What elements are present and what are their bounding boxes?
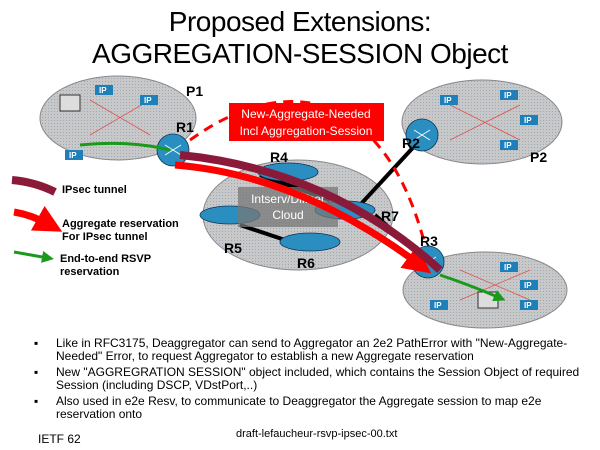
bullet-text: New "AGGREGRATION SESSION" object includ… <box>56 365 580 392</box>
router-label-r4: R4 <box>270 149 288 165</box>
callout-line-2: Incl Aggregation-Session <box>240 124 373 138</box>
router-label-r5: R5 <box>224 240 242 256</box>
bullet-marker: ▪ <box>34 336 39 350</box>
legend-e2e-line-2: reservation <box>60 266 120 278</box>
legend-ipsec-label: IPsec tunnel <box>62 184 127 196</box>
legend-aggregate-swatch <box>13 205 63 232</box>
slide-title: Proposed Extensions: AGGREGATION-SESSION… <box>0 6 600 70</box>
bullet-marker: ▪ <box>34 394 39 408</box>
host-label: IP <box>504 91 512 100</box>
host-label: IP <box>504 141 512 150</box>
router-label-r6: R6 <box>297 255 315 271</box>
host-label: IP <box>524 301 532 310</box>
host-label: IP <box>524 116 532 125</box>
legend: IPsec tunnel Aggregate reservation For I… <box>11 176 179 278</box>
title-line-2: AGGREGATION-SESSION Object <box>92 38 508 69</box>
bullet-item: ▪ Also used in e2e Resv, to communicate t… <box>34 395 594 421</box>
router-label-r3: R3 <box>420 233 438 249</box>
bullet-list: ▪ Like in RFC3175, Deaggregator can send … <box>34 337 594 424</box>
bullet-text: Also used in e2e Resv, to communicate to… <box>56 394 542 421</box>
legend-ipsec-swatch <box>11 176 57 196</box>
host-label: IP <box>69 151 77 160</box>
bullet-item: ▪ New "AGGREGRATION SESSION" object inclu… <box>34 366 594 392</box>
callout-box <box>229 103 384 141</box>
router-r1-icon <box>156 133 190 167</box>
legend-e2e-swatch <box>13 250 54 263</box>
host-label: IP <box>524 281 532 290</box>
footer-draft-name: draft-lefaucheur-rsvp-ipsec-00.txt <box>236 428 398 440</box>
host-label: IP <box>444 96 452 105</box>
site-label-p2: P2 <box>530 149 547 165</box>
host-labels: IP IP IP IP IP IP IP IP IP IP IP <box>69 86 532 310</box>
title-line-1: Proposed Extensions: <box>168 6 432 37</box>
router-r2-icon <box>405 118 439 152</box>
cloud-label-line-2: Cloud <box>272 208 303 222</box>
bullet-item: ▪ Like in RFC3175, Deaggregator can send … <box>34 337 594 363</box>
aggregate-reservation-arrow <box>174 161 432 274</box>
host-label: IP <box>99 86 107 95</box>
legend-e2e-line-1: End-to-end RSVP <box>60 253 151 265</box>
callout-line-1: New-Aggregate-Needed <box>241 107 370 121</box>
router-r6-icon <box>279 232 341 252</box>
e2e-reservation-src <box>79 141 171 152</box>
router-label-r7: R7 <box>381 208 399 224</box>
router-label-r1: R1 <box>176 119 194 135</box>
site-label-p1: P1 <box>186 83 203 99</box>
bullet-text: Like in RFC3175, Deaggregator can send t… <box>56 336 568 363</box>
ipsec-tunnel-path <box>179 151 443 273</box>
bullet-marker: ▪ <box>34 365 39 379</box>
router-label-r2: R2 <box>402 135 420 151</box>
legend-aggregate-line-1: Aggregate reservation <box>62 218 179 230</box>
footer-event: IETF 62 <box>38 432 81 446</box>
e2e-reservation-dst <box>439 273 506 302</box>
host-label: IP <box>434 301 442 310</box>
host-label: IP <box>504 263 512 272</box>
host-label: IP <box>144 96 152 105</box>
legend-aggregate-line-2: For IPsec tunnel <box>62 231 148 243</box>
hosts <box>59 85 538 310</box>
